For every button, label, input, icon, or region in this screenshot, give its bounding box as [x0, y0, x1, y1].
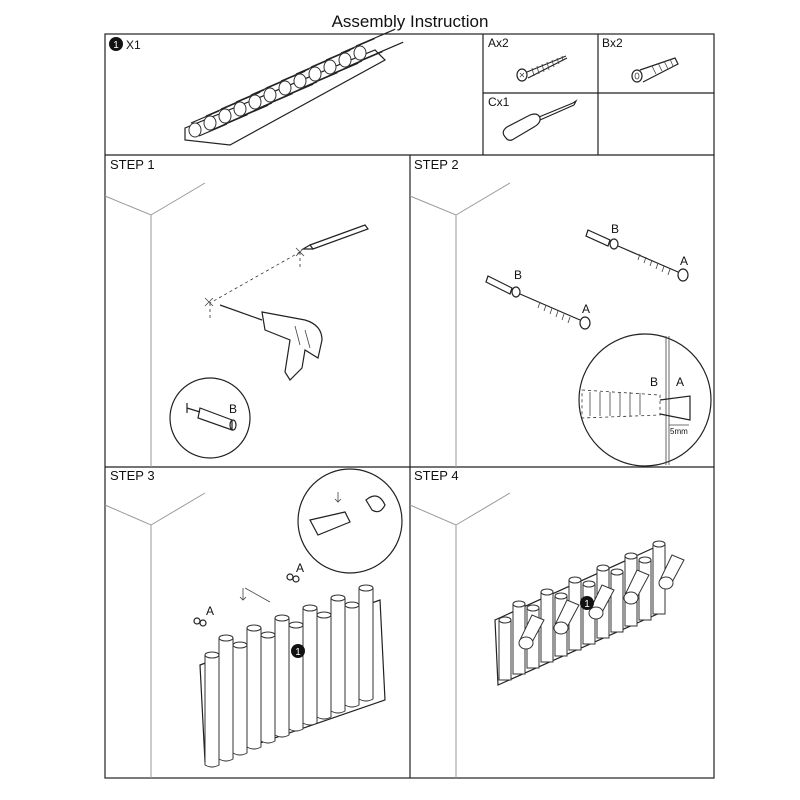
rack-peg [610, 568, 624, 633]
step-2-panel: STEP 2 B A B A B A 5mm [409, 157, 712, 467]
svg-text:A: A [676, 375, 684, 389]
step-4-panel: STEP 4 1 [409, 468, 685, 778]
step-4-title: STEP 4 [414, 468, 459, 483]
rack-peg [330, 594, 346, 714]
part-badge-icon [580, 596, 594, 610]
hook-peg [553, 599, 580, 635]
washer-icon [286, 573, 300, 583]
detail-circle [169, 377, 251, 459]
step-3-title: STEP 3 [110, 468, 155, 483]
svg-text:A: A [582, 302, 590, 316]
wall-anchor-icon [631, 57, 679, 83]
screwdriver-icon [502, 99, 578, 141]
svg-text:B: B [514, 268, 522, 282]
measure-label: 5mm [670, 427, 688, 436]
rack-peg [568, 576, 582, 651]
svg-text:B: B [611, 222, 619, 236]
rack-peg [232, 641, 248, 756]
svg-text:B: B [650, 375, 658, 389]
part-badge-icon [109, 37, 123, 51]
hook-peg [623, 569, 650, 605]
part-main-cell: 1 X1 [109, 28, 404, 146]
part-a-label: Ax2 [488, 36, 509, 50]
rack-peg [302, 604, 318, 726]
part-c-label: Cx1 [488, 95, 510, 109]
part-b-cell: Bx2 [602, 36, 679, 83]
step-1-title: STEP 1 [110, 157, 155, 172]
rack-peg [344, 601, 360, 708]
part-c-cell: Cx1 [488, 95, 578, 141]
svg-text:1: 1 [113, 40, 119, 51]
step-1-panel: STEP 1 B [104, 157, 369, 467]
hook-peg [518, 614, 545, 650]
sheet-title: Assembly Instruction [332, 12, 489, 31]
wall-corner [104, 182, 206, 467]
pencil-icon [300, 224, 369, 250]
rack-peg [498, 616, 512, 681]
hook-peg [588, 584, 615, 620]
svg-text:A: A [680, 254, 688, 268]
rack-peg [540, 588, 554, 663]
rack-peg [316, 611, 332, 720]
wall-corner [409, 182, 511, 467]
anchor-screw-lower [485, 275, 591, 330]
screw-icon [516, 55, 568, 82]
anchor-screw-upper [585, 229, 689, 282]
step-2-title: STEP 2 [414, 157, 459, 172]
svg-text:1: 1 [584, 599, 590, 610]
detail-circle [297, 468, 403, 574]
rack-peg [512, 600, 526, 675]
hook-peg [658, 554, 685, 590]
wall-corner [104, 492, 206, 778]
rack-peg [204, 651, 220, 768]
wall-anchor-icon [186, 403, 237, 431]
rack-peg [652, 540, 666, 615]
step-3-panel: STEP 3 A A 1 [104, 468, 403, 778]
rack-peg [353, 28, 404, 61]
rack-peg [358, 584, 374, 702]
rack-peg [288, 621, 304, 732]
rack-peg [246, 624, 262, 750]
part-b-label: Bx2 [602, 36, 623, 50]
rack-peg [274, 614, 290, 738]
part-a-cell: Ax2 [488, 36, 568, 82]
rack-peg [323, 47, 363, 75]
wall-corner [409, 492, 511, 778]
svg-text:1: 1 [295, 647, 301, 658]
svg-text:A: A [296, 561, 304, 575]
part-badge-icon [291, 644, 305, 658]
callout-b: B [229, 402, 237, 416]
detail-circle [578, 333, 712, 467]
drill-icon [219, 304, 323, 381]
coat-rack-icon [184, 28, 404, 146]
svg-text:A: A [206, 604, 214, 618]
washer-icon [193, 617, 207, 627]
grid-lines [104, 33, 715, 779]
rack-peg [260, 631, 276, 744]
part-main-qty: X1 [126, 38, 141, 52]
rack-peg [218, 634, 234, 762]
